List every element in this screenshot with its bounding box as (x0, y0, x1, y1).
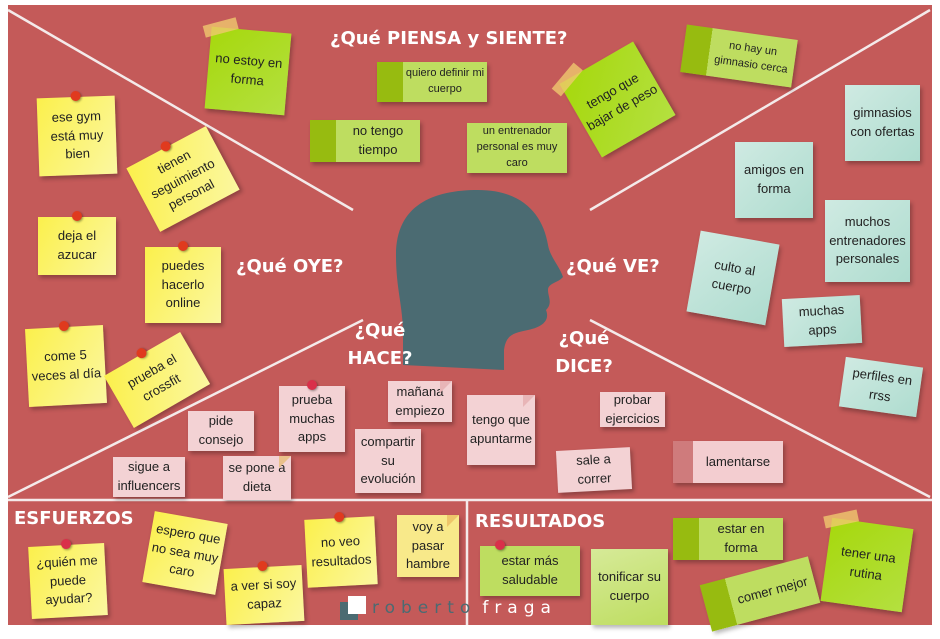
note-text: no hay un gimnasio cerca (713, 39, 789, 76)
note-text: no tengo tiempo (352, 123, 404, 157)
note-text: tengo que bajar de peso (583, 69, 660, 134)
sticky-note: quiero definir mi cuerpo (377, 62, 487, 102)
note-text: quiero definir mi cuerpo (405, 67, 485, 95)
logo-mark-icon (340, 596, 366, 620)
note-text: tonificar su cuerpo (598, 569, 661, 603)
heading-dice: ¿Qué DICE? (555, 328, 613, 377)
sticky-note: lamentarse (673, 441, 783, 483)
note-text: tengo que apuntarme (469, 412, 533, 446)
sticky-note: tengo que apuntarme (467, 395, 535, 465)
sticky-note: gimnasios con ofertas (845, 85, 920, 161)
heading-resultados: RESULTADOS (475, 511, 606, 532)
heading-hace: ¿Qué HACE? (347, 320, 413, 369)
note-text: ese gym está muy bien (50, 107, 104, 162)
sticky-note: perfiles en rrss (838, 356, 924, 418)
sticky-note: ¿quién me puede ayudar? (28, 538, 108, 619)
section-dividers (8, 8, 932, 625)
sticky-note: culto al cuerpo (686, 230, 780, 326)
empathy-map-board: ¿Qué PIENSA y SIENTE? ¿Qué OYE? ¿Qué VE?… (8, 5, 932, 632)
logo-first-name: roberto (372, 598, 477, 618)
sticky-note: amigos en forma (735, 142, 813, 218)
note-text: compartir su evolución (360, 433, 416, 487)
logo-last-name: fraga (482, 598, 557, 618)
sticky-note: voy a pasar hambre (397, 515, 459, 577)
sticky-note: come 5 veces al día (25, 320, 107, 407)
note-text: se pone a dieta (228, 460, 286, 494)
sticky-note: muchas apps (781, 294, 863, 348)
sticky-note: deja el azucar (38, 211, 116, 275)
note-text: sigue a influencers (117, 459, 181, 493)
note-text: voy a pasar hambre (405, 518, 451, 572)
sticky-note: pide consejo (188, 411, 254, 451)
sticky-note: estar más saludable (480, 540, 580, 596)
note-text: pide consejo (198, 413, 244, 447)
note-text: estar en forma (717, 521, 765, 555)
sticky-note: sale a correr (555, 447, 633, 493)
note-text: amigos en forma (744, 162, 804, 196)
heading-piensa: ¿Qué PIENSA y SIENTE? (330, 28, 568, 49)
note-text: un entrenador personal es muy caro (476, 125, 558, 169)
note-text: lamentarse (705, 453, 771, 469)
heading-oye: ¿Qué OYE? (236, 256, 344, 277)
sticky-note: espero que no sea muy caro (142, 511, 228, 595)
note-text: tener una rutina (840, 543, 897, 584)
note-text: muchos entrenadores personales (829, 213, 906, 267)
note-text: estar más saludable (501, 553, 559, 587)
note-text: probar ejercicios (605, 391, 660, 426)
note-text: muchas apps (798, 301, 845, 338)
sticky-note: no veo resultados (304, 511, 378, 588)
note-text: no estoy en forma (214, 50, 284, 89)
note-text: a ver si soy capaz (230, 575, 297, 612)
sticky-note: tonificar su cuerpo (591, 549, 668, 625)
note-text: comer mejor (735, 573, 810, 607)
note-text: ¿quién me puede ayudar? (35, 552, 99, 608)
sticky-note: mañana empiezo (388, 381, 452, 422)
note-text: espero que no sea muy caro (150, 520, 222, 581)
sticky-note: ese gym está muy bien (36, 90, 118, 177)
head-silhouette (396, 190, 563, 370)
sticky-note: sigue a influencers (113, 457, 185, 497)
sticky-note: un entrenador personal es muy caro (467, 123, 567, 173)
logo: roberto fraga (340, 596, 557, 620)
note-text: gimnasios con ofertas (850, 105, 915, 139)
heading-ve: ¿Qué VE? (566, 256, 660, 277)
heading-esfuerzos: ESFUERZOS (14, 508, 134, 529)
note-text: prueba muchas apps (289, 391, 335, 445)
note-text: no veo resultados (311, 533, 372, 570)
note-text: sale a correr (575, 451, 612, 487)
sticky-note: puedes hacerlo online (145, 241, 221, 323)
sticky-note: compartir su evolución (355, 429, 421, 493)
sticky-note: muchos entrenadores personales (825, 200, 910, 282)
sticky-note: probar ejercicios (600, 392, 665, 427)
sticky-note: se pone a dieta (223, 456, 291, 500)
sticky-note: no tengo tiempo (310, 120, 420, 162)
note-text: culto al cuerpo (710, 256, 757, 298)
note-text: come 5 veces al día (31, 347, 102, 384)
note-text: perfiles en rrss (851, 365, 914, 405)
sticky-note: prueba muchas apps (279, 380, 345, 452)
note-text: puedes hacerlo online (161, 257, 205, 311)
note-text: deja el azucar (57, 228, 97, 262)
note-text: mañana empiezo (395, 383, 445, 418)
sticky-note: no estoy en forma (202, 17, 292, 116)
sticky-note: a ver si soy capaz (223, 560, 305, 626)
sticky-note: estar en forma (673, 518, 783, 560)
sticky-note: tener una rutina (820, 509, 914, 613)
